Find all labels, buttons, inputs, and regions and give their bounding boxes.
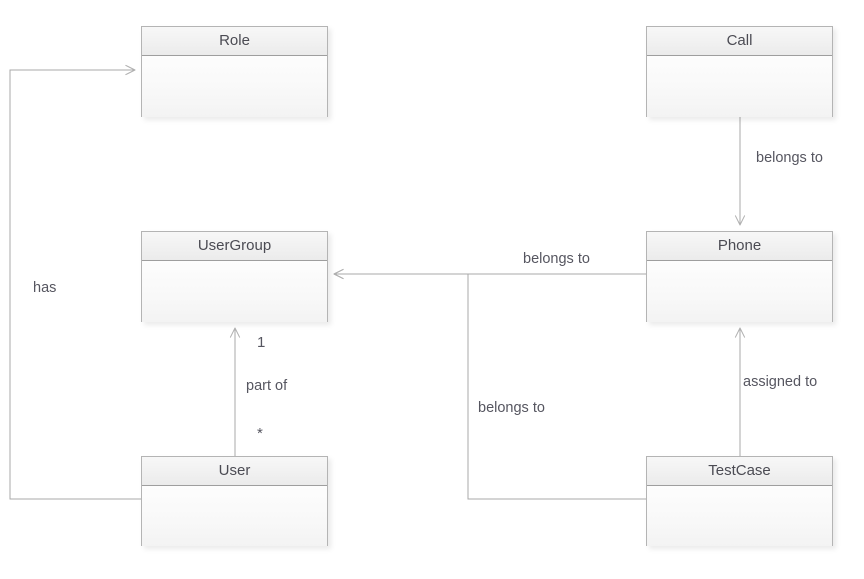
relationship-label-testcase-belongs-to-usergroup: belongs to	[478, 400, 545, 416]
class-box-usergroup[interactable]: UserGroup	[141, 231, 328, 322]
relationship-label-user-part-of-usergroup: part of	[246, 378, 288, 394]
class-attributes-call	[647, 56, 832, 117]
class-box-testcase[interactable]: TestCase	[646, 456, 833, 546]
class-name-phone: Phone	[647, 232, 832, 261]
class-attributes-usergroup	[142, 261, 327, 322]
relationship-label-user-has-role: has	[33, 280, 57, 296]
class-name-testcase: TestCase	[647, 457, 832, 486]
class-attributes-role	[142, 56, 327, 117]
relationship-user-has-role[interactable]	[9, 64, 141, 500]
class-name-usergroup: UserGroup	[142, 232, 327, 261]
class-attributes-testcase	[647, 486, 832, 546]
relationship-testcase-belongs-to-usergroup[interactable]	[333, 268, 646, 500]
class-name-user: User	[142, 457, 327, 486]
multiplicity-target-user-part-of-usergroup: 1	[257, 334, 266, 351]
multiplicity-source-user-part-of-usergroup: *	[257, 425, 263, 442]
class-box-call[interactable]: Call	[646, 26, 833, 117]
class-name-role: Role	[142, 27, 327, 56]
relationship-label-call-belongs-to-phone: belongs to	[756, 150, 823, 166]
relationship-label-testcase-assigned-to-phone: assigned to	[743, 374, 818, 390]
class-box-role[interactable]: Role	[141, 26, 328, 117]
class-name-call: Call	[647, 27, 832, 56]
relationship-label-phone-belongs-to-usergroup: belongs to	[523, 251, 590, 267]
class-attributes-user	[142, 486, 327, 546]
class-box-user[interactable]: User	[141, 456, 328, 546]
class-attributes-phone	[647, 261, 832, 322]
class-box-phone[interactable]: Phone	[646, 231, 833, 322]
